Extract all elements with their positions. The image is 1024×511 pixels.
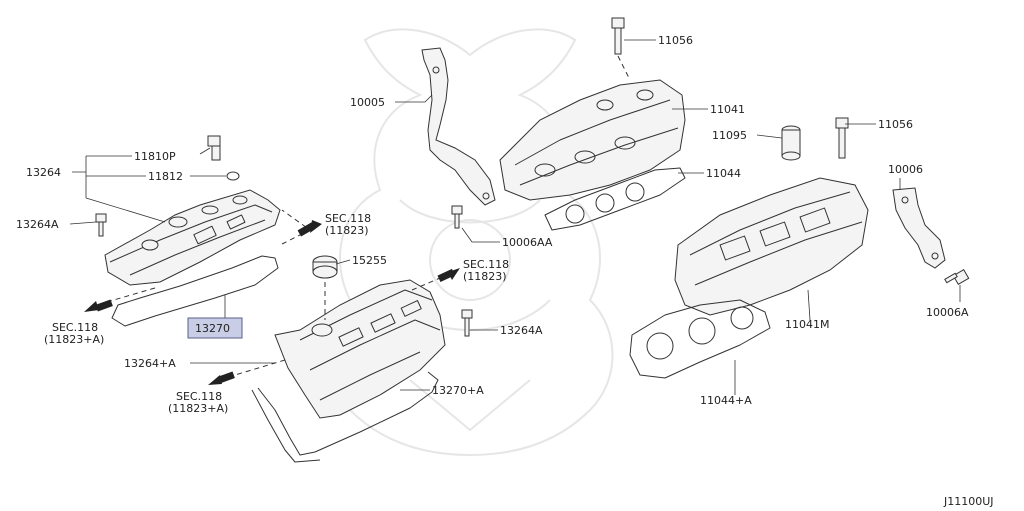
label-sec118-a[interactable]: SEC.118 [325, 212, 371, 225]
bolt-11056-top [611, 17, 631, 81]
sec118-arrow-top [281, 209, 322, 245]
label-11823-a[interactable]: (11823) [325, 224, 369, 237]
label-sec118-d[interactable]: SEC.118 [176, 390, 222, 403]
bolt-13264a-mid [461, 309, 473, 337]
gasket-13270plusa-right [251, 371, 439, 463]
bracket-10005 [421, 47, 496, 206]
dowel-11095 [781, 125, 801, 161]
rocker-cover-left [104, 189, 281, 286]
label-11812[interactable]: 11812 [148, 170, 183, 183]
label-11810p[interactable]: 11810P [134, 150, 176, 163]
gasket-13270-left [111, 255, 279, 327]
label-11044plusa[interactable]: 11044+A [700, 394, 752, 407]
label-15255[interactable]: 15255 [352, 254, 387, 267]
label-13270[interactable]: 13270 [195, 322, 230, 335]
label-sec118-c[interactable]: SEC.118 [52, 321, 98, 334]
sec118-arrow-left [84, 287, 156, 312]
oring-11812 [226, 171, 240, 181]
label-11041m[interactable]: 11041M [785, 318, 829, 331]
gasket-11044plusa [629, 299, 771, 379]
bolt-10006aa [451, 205, 463, 229]
sec118-arrow-lower [208, 359, 286, 385]
label-13264[interactable]: 13264 [26, 166, 61, 179]
bolt-11056-right [835, 117, 849, 159]
label-sec118-b[interactable]: SEC.118 [463, 258, 509, 271]
label-11823a-c[interactable]: (11823+A) [44, 333, 104, 346]
oil-cap-15255 [312, 255, 338, 320]
rocker-cover-right [274, 279, 446, 419]
label-13264a-left[interactable]: 13264A [16, 218, 59, 231]
label-11056-right[interactable]: 11056 [878, 118, 913, 131]
cylinder-head-11041m [674, 177, 869, 316]
label-13264plusa[interactable]: 13264+A [124, 357, 176, 370]
label-10006aa[interactable]: 10006AA [502, 236, 553, 249]
label-11095[interactable]: 11095 [712, 129, 747, 142]
label-11044[interactable]: 11044 [706, 167, 741, 180]
label-13264a-mid[interactable]: 13264A [500, 324, 543, 337]
diagram-id: J11100UJ [943, 495, 994, 508]
label-11041[interactable]: 11041 [710, 103, 745, 116]
bracket-10006 [892, 187, 946, 269]
sec118-arrow-mid [411, 268, 460, 291]
bolt-13264a-left [95, 213, 107, 237]
label-11823a-d[interactable]: (11823+A) [168, 402, 228, 415]
label-10006[interactable]: 10006 [888, 163, 923, 176]
cylinder-head-11041 [499, 79, 686, 201]
pcv-valve-11810p [207, 135, 221, 161]
part-labels: 11056 10005 11041 11095 11056 11044 1000… [16, 34, 994, 508]
gasket-11044 [544, 167, 686, 231]
bolt-10006a [944, 268, 970, 286]
label-13270plusa[interactable]: 13270+A [432, 384, 484, 397]
label-11823-b[interactable]: (11823) [463, 270, 507, 283]
part-13270-highlight [187, 317, 243, 339]
leader-lines [69, 39, 961, 395]
label-10005[interactable]: 10005 [350, 96, 385, 109]
label-11056-top[interactable]: 11056 [658, 34, 693, 47]
label-10006a[interactable]: 10006A [926, 306, 969, 319]
